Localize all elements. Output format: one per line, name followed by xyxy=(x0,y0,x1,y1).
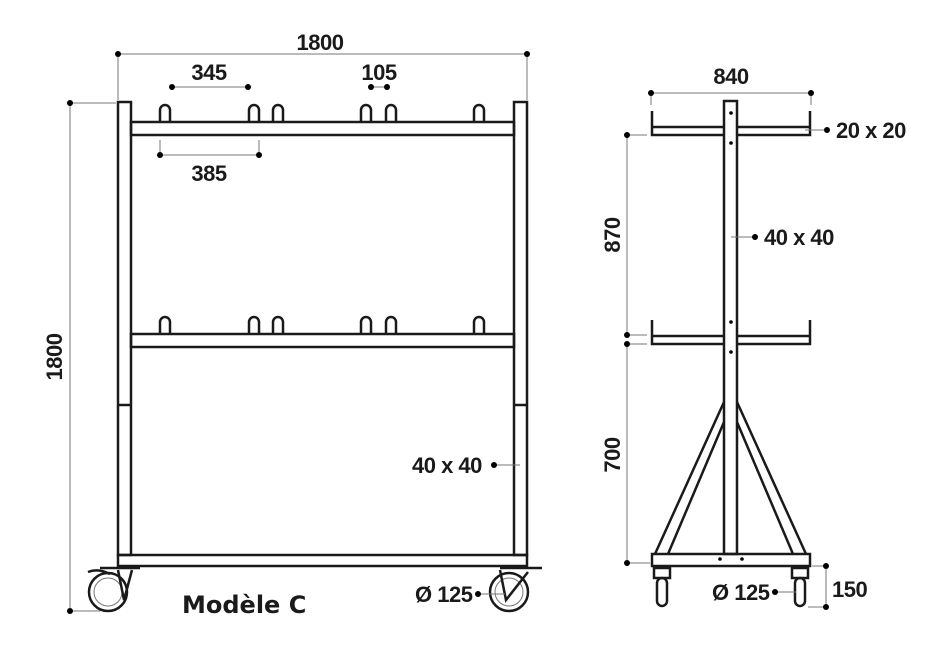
side-right-wheel-icon xyxy=(790,566,810,608)
top-hooks xyxy=(158,103,486,121)
front-dimensions: 1800 345 105 385 1800 40 x 40 Ø 125 Modè… xyxy=(42,30,530,619)
left-post xyxy=(116,100,133,557)
model-title: Modèle C xyxy=(182,591,306,619)
side-left-wheel-icon xyxy=(652,566,672,608)
center-post xyxy=(722,99,739,556)
arm-width-dimension: 840 xyxy=(713,64,748,89)
post-profile-label: 40 x 40 xyxy=(764,225,834,250)
wheel-diameter-label: Ø 125 xyxy=(415,582,473,607)
wheel-height-dimension: 150 xyxy=(832,577,867,602)
middle-bar xyxy=(129,332,516,349)
left-wheel-icon xyxy=(87,566,140,613)
front-view-frame xyxy=(87,100,542,613)
side-wheel-diameter-label: Ø 125 xyxy=(712,580,770,605)
hook-spacing-385: 385 xyxy=(191,161,226,186)
hook-spacing-345: 345 xyxy=(191,60,226,85)
bottom-bar xyxy=(116,553,529,568)
right-post xyxy=(512,100,529,557)
arm-profile-label: 20 x 20 xyxy=(836,118,906,143)
side-dimensions: 840 20 x 20 40 x 40 870 700 Ø 125 150 xyxy=(600,64,907,610)
upper-height-dimension: 870 xyxy=(600,217,625,252)
top-bar xyxy=(129,120,516,137)
lower-height-dimension: 700 xyxy=(600,437,625,472)
middle-hooks xyxy=(158,315,486,333)
right-wheel-icon xyxy=(488,566,542,613)
side-view-frame xyxy=(650,99,812,608)
tube-profile-label: 40 x 40 xyxy=(412,453,482,478)
width-dimension: 1800 xyxy=(297,30,344,55)
base-frame xyxy=(650,552,812,568)
height-dimension: 1800 xyxy=(42,333,67,380)
hook-gap-105: 105 xyxy=(361,60,396,85)
